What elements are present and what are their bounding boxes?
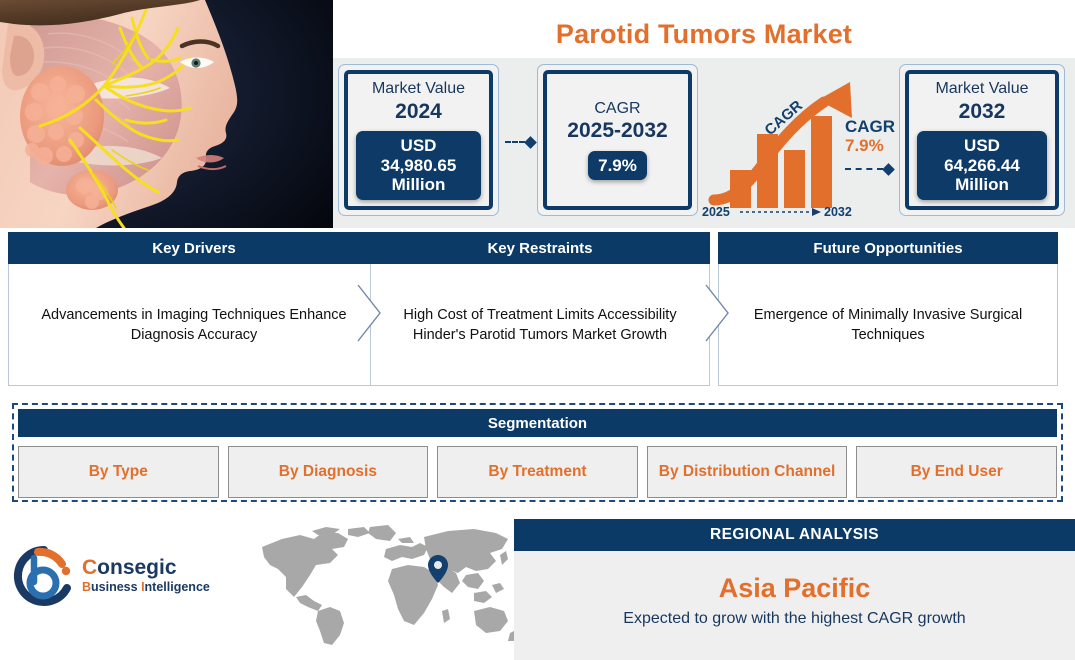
logo-name-first-letter: C	[82, 556, 98, 580]
key-drivers-text: Advancements in Imaging Techniques Enhan…	[41, 306, 347, 343]
regional-analysis-title: REGIONAL ANALYSIS	[514, 519, 1075, 551]
consegic-logo-icon	[13, 545, 71, 606]
logo-company-name: Consegic	[82, 557, 210, 579]
parotid-anatomy-image	[0, 0, 333, 228]
key-drivers-title: Key Drivers	[8, 232, 380, 264]
segment-by-treatment[interactable]: By Treatment	[437, 446, 638, 498]
future-opportunities-box: Future Opportunities Emergence of Minima…	[718, 232, 1058, 386]
future-opportunities-text: Emergence of Minimally Invasive Surgical…	[753, 306, 1023, 343]
cagr-callout-value: 7.9%	[845, 135, 884, 155]
logo-name-rest: onsegic	[97, 556, 177, 580]
logo-tagline-usiness: usiness	[91, 579, 142, 594]
chevron-right-icon-1	[357, 284, 381, 342]
stat-value-2024: USD 34,980.65 Million	[356, 130, 481, 200]
segment-by-type[interactable]: By Type	[18, 446, 219, 498]
consegic-logo: Consegic Business Intelligence	[12, 540, 242, 612]
axis-end-label: 2032	[824, 205, 852, 218]
connector-2024-to-cagr	[505, 135, 537, 149]
stat-value-cagr: 7.9%	[588, 150, 647, 181]
segmentation-section: Segmentation By Type By Diagnosis By Tre…	[12, 403, 1063, 502]
stat-label-cagr: CAGR	[594, 99, 641, 117]
axis-start-label: 2025	[702, 205, 730, 218]
future-opportunities-title: Future Opportunities	[718, 232, 1058, 264]
segmentation-items: By Type By Diagnosis By Treatment By Dis…	[18, 446, 1057, 498]
segment-by-distribution-channel[interactable]: By Distribution Channel	[646, 446, 848, 498]
stat-value-2032: USD 64,266.44 Million	[917, 130, 1047, 200]
stat-year-2032: 2032	[958, 99, 1006, 123]
key-restraints-text: High Cost of Treatment Limits Accessibil…	[403, 306, 677, 343]
segment-by-diagnosis[interactable]: By Diagnosis	[227, 446, 429, 498]
key-restraints-title: Key Restraints	[370, 232, 710, 264]
logo-tagline-ntelligence: ntelligence	[144, 579, 210, 594]
stat-year-2024: 2024	[395, 99, 442, 123]
logo-tagline-b: B	[82, 579, 92, 594]
page-title: Parotid Tumors Market	[333, 10, 1075, 58]
logo-tagline: Business Intelligence	[82, 580, 210, 595]
regional-analysis-panel: REGIONAL ANALYSIS Asia Pacific Expected …	[514, 519, 1075, 660]
world-map	[252, 525, 514, 650]
growth-chart-icon: CAGR 2025 2032	[700, 78, 900, 219]
map-location-pin-icon	[428, 555, 448, 583]
diamond-marker-icon	[524, 135, 537, 149]
stat-year-cagr: 2025-2032	[567, 119, 668, 143]
stat-label-2024: Market Value	[371, 80, 466, 98]
key-drivers-box: Key Drivers Advancements in Imaging Tech…	[8, 232, 380, 386]
page-title-text: Parotid Tumors Market	[555, 18, 853, 49]
connector-cagr-to-2032	[845, 162, 895, 176]
regional-analysis-region: Asia Pacific	[718, 573, 871, 603]
stat-card-market-value-2032: Market Value 2032 USD 64,266.44 Million	[899, 64, 1065, 216]
logo-tagline-i: I	[141, 579, 145, 594]
stat-card-market-value-2024: Market Value 2024 USD 34,980.65 Million	[338, 64, 499, 216]
cagr-callout: CAGR 7.9%	[845, 118, 895, 155]
stat-card-cagr: CAGR 2025-2032 7.9%	[537, 64, 698, 216]
stat-label-2032: Market Value	[935, 80, 1029, 98]
key-restraints-box: Key Restraints High Cost of Treatment Li…	[370, 232, 710, 386]
cagr-callout-title: CAGR	[845, 117, 896, 136]
regional-analysis-subtitle: Expected to grow with the highest CAGR g…	[623, 610, 966, 627]
segment-by-end-user[interactable]: By End User	[856, 446, 1057, 498]
segmentation-title: Segmentation	[18, 409, 1057, 437]
diamond-marker-icon-2	[882, 162, 895, 176]
chevron-right-icon-2	[705, 284, 729, 342]
